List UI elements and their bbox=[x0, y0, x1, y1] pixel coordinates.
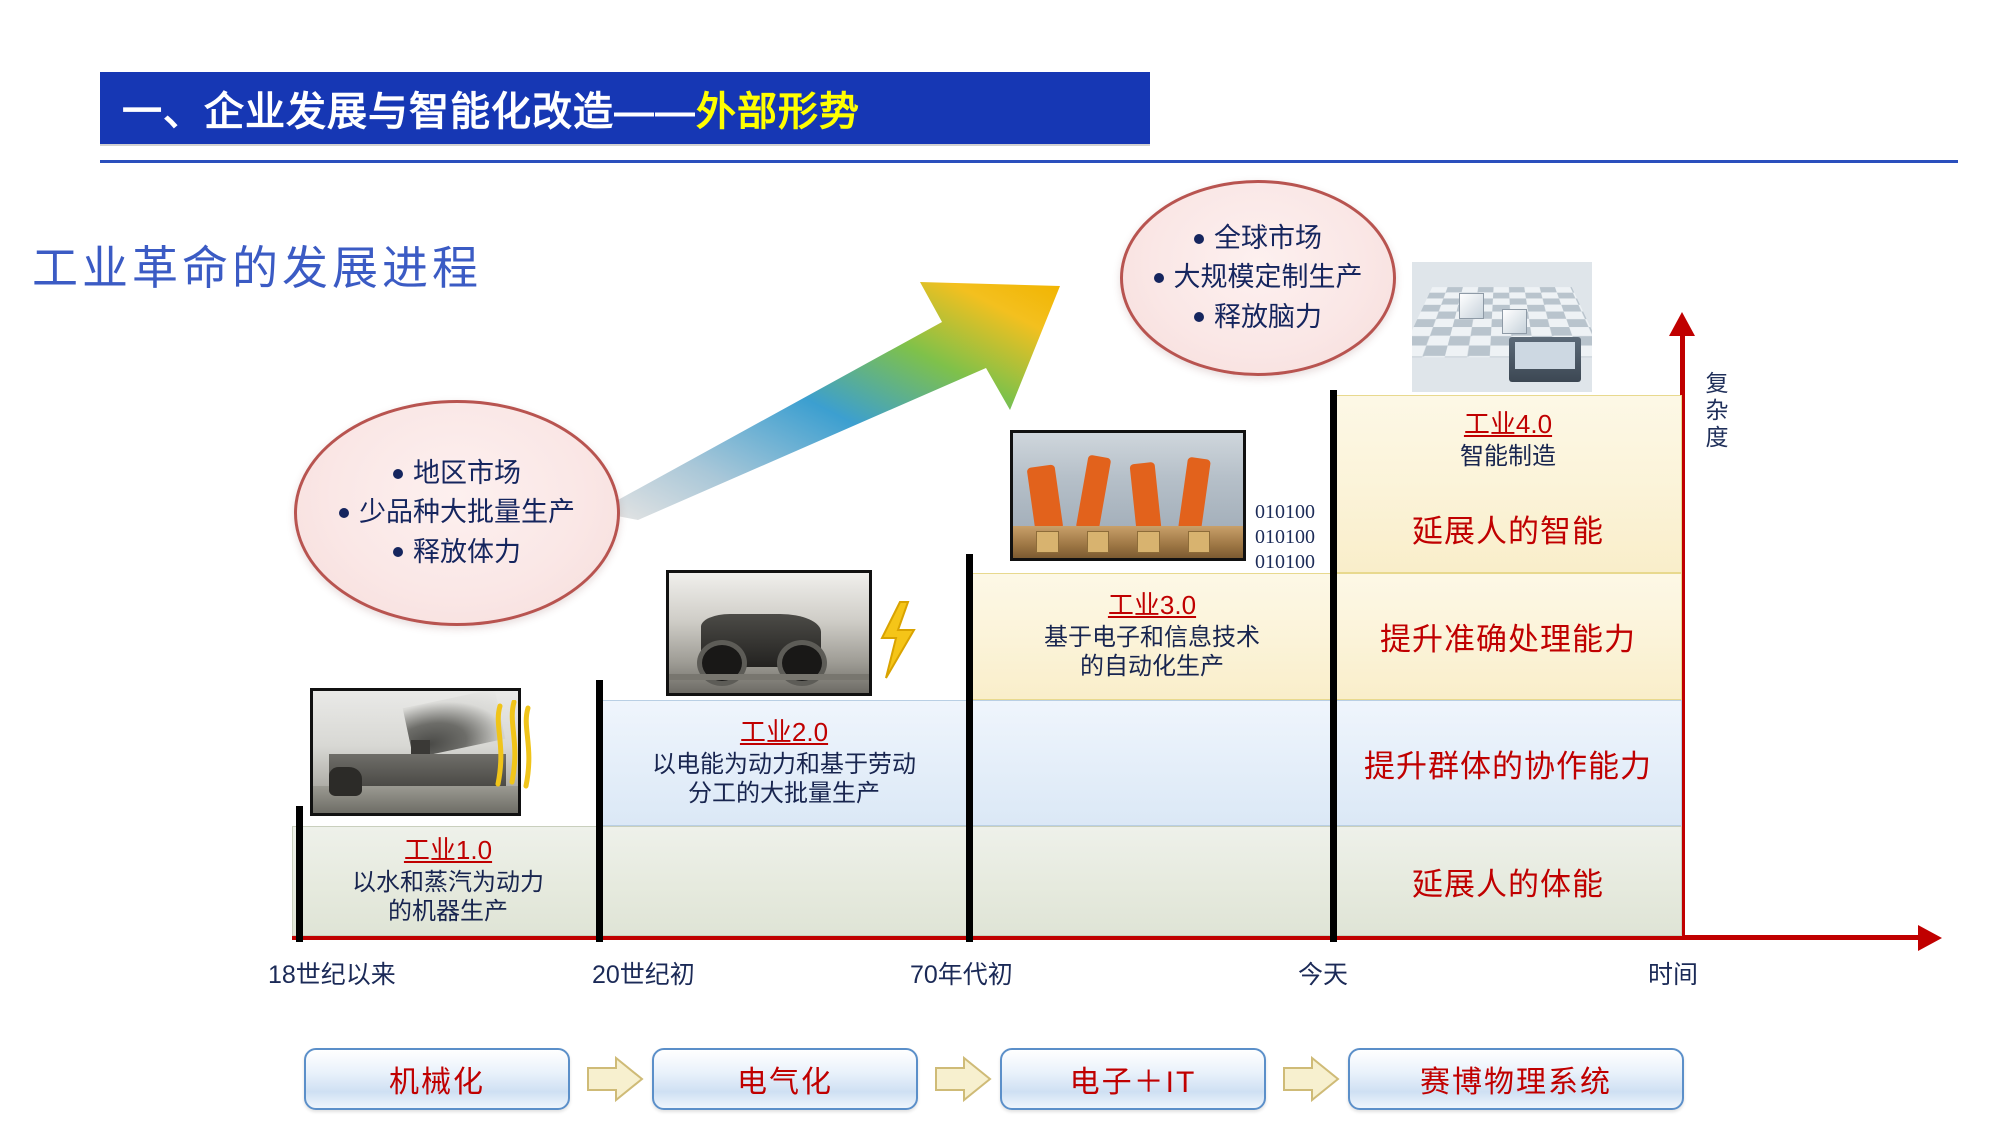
binary-line-3: 010100 bbox=[1255, 551, 1315, 573]
assembly-line-car-photo bbox=[666, 570, 872, 696]
stage-desc-1-line1: 以水和蒸汽为动力 bbox=[352, 868, 544, 896]
slide-title-bar: 一、企业发展与智能化改造——外部形势 bbox=[100, 72, 1150, 144]
conveyor-rail-shape bbox=[669, 673, 869, 680]
horse-shape bbox=[329, 766, 363, 796]
process-box-3[interactable]: 电子＋IT bbox=[1000, 1048, 1266, 1110]
ellipse-left-text-3: 释放体力 bbox=[413, 536, 521, 567]
ellipse-top-line-2: 大规模定制生产 bbox=[1153, 258, 1363, 297]
process-arrow-icon-1 bbox=[587, 1055, 644, 1103]
stage-text-4: 工业4.0 智能制造 bbox=[1334, 398, 1682, 484]
y-axis-arrowhead-icon bbox=[1669, 312, 1695, 336]
stage-desc-2-line2: 分工的大批量生产 bbox=[688, 779, 880, 807]
progress-arrow-icon bbox=[596, 282, 1060, 520]
ellipse-left-text-2: 少品种大批量生产 bbox=[359, 497, 575, 528]
capability-2: 提升群体的协作能力 bbox=[1364, 748, 1652, 784]
process-box-4[interactable]: 赛博物理系统 bbox=[1348, 1048, 1684, 1110]
ellipse-top-line-1: 全球市场 bbox=[1194, 219, 1322, 258]
process-arrow-icon-2 bbox=[935, 1055, 992, 1103]
bullet-icon bbox=[339, 507, 349, 518]
x-axis-line bbox=[292, 935, 1922, 940]
ellipse-future-industry: 全球市场 大规模定制生产 释放脑力 bbox=[1120, 180, 1396, 376]
binary-line-2: 010100 bbox=[1255, 526, 1315, 548]
capability-4: 延展人的智能 bbox=[1412, 514, 1604, 549]
era-separator-2 bbox=[596, 680, 603, 942]
x-tick-label-1: 18世纪以来 bbox=[268, 961, 396, 989]
title-underline-rule bbox=[100, 160, 1958, 163]
capability-1: 延展人的体能 bbox=[1412, 866, 1604, 902]
smokestack-shape bbox=[411, 739, 430, 760]
lightning-bolt-icon bbox=[880, 601, 916, 679]
stage-desc-4-line1: 智能制造 bbox=[1460, 443, 1556, 471]
ellipse-left-line-3: 释放体力 bbox=[393, 533, 521, 572]
x-tick-label-3: 70年代初 bbox=[910, 961, 1013, 989]
steam-train-photo bbox=[310, 688, 521, 816]
ellipse-left-line-1: 地区市场 bbox=[393, 454, 521, 493]
era-separator-4 bbox=[1330, 390, 1337, 942]
stage-desc-2-line1: 以电能为动力和基于劳动 bbox=[652, 750, 916, 778]
x-tick-label-4: 今天 bbox=[1298, 961, 1349, 989]
binary-line-1: 010100 bbox=[1255, 501, 1315, 523]
stage-band-4 bbox=[1334, 395, 1682, 573]
stage-desc-3-line1: 基于电子和信息技术 bbox=[1044, 624, 1260, 652]
robot-factory-photo bbox=[1010, 430, 1246, 561]
era-separator-3 bbox=[966, 554, 973, 942]
crate-shape bbox=[1137, 531, 1160, 553]
stage-level-1: 工业1.0 bbox=[403, 834, 493, 865]
bullet-icon bbox=[393, 468, 403, 479]
y-axis-label: 复杂度 bbox=[1705, 370, 1729, 451]
ellipse-early-industry: 地区市场 少品种大批量生产 释放体力 bbox=[294, 400, 620, 626]
stage-band-1 bbox=[292, 826, 1682, 936]
process-arrow-icon-3 bbox=[1283, 1055, 1340, 1103]
y-axis-line bbox=[1680, 330, 1685, 940]
process-box-1[interactable]: 机械化 bbox=[304, 1048, 570, 1110]
stage-text-2: 工业2.0 以电能为动力和基于劳动 分工的大批量生产 bbox=[604, 700, 964, 826]
ellipse-left-text-1: 地区市场 bbox=[413, 458, 521, 489]
x-tick-label-2: 20世纪初 bbox=[592, 961, 695, 989]
stage-desc-3-line2: 的自动化生产 bbox=[1080, 653, 1224, 681]
bullet-icon bbox=[393, 547, 403, 558]
crate-shape bbox=[1187, 531, 1211, 553]
era-separator-1 bbox=[296, 806, 303, 942]
page-title-accent: 外部形势 bbox=[696, 90, 860, 134]
ellipse-top-text-3: 释放脑力 bbox=[1214, 301, 1322, 332]
page-title: 一、企业发展与智能化改造——外部形势 bbox=[100, 79, 860, 137]
binary-data-text: 010100 010100 010100 bbox=[1255, 500, 1315, 575]
ellipse-top-text-2: 大规模定制生产 bbox=[1173, 262, 1363, 293]
laptop-shape bbox=[1509, 337, 1582, 382]
bullet-icon bbox=[1153, 272, 1164, 283]
stage-level-3: 工业3.0 bbox=[1107, 590, 1197, 621]
x-axis-label: 时间 bbox=[1648, 961, 1699, 989]
stage-band-3 bbox=[968, 573, 1682, 700]
bullet-icon bbox=[1194, 233, 1204, 244]
stage-level-4: 工业4.0 bbox=[1463, 409, 1553, 440]
laptop-screen-shape bbox=[1514, 341, 1576, 370]
ellipse-left-line-2: 少品种大批量生产 bbox=[339, 493, 575, 532]
section-subtitle: 工业革命的发展进程 bbox=[32, 242, 482, 294]
ellipse-top-text-1: 全球市场 bbox=[1214, 223, 1322, 254]
bullet-icon bbox=[1194, 312, 1204, 323]
stage-text-1: 工业1.0 以水和蒸汽为动力 的机器生产 bbox=[296, 826, 600, 936]
steam-waves-icon bbox=[495, 700, 532, 789]
x-axis-arrowhead-icon bbox=[1918, 925, 1942, 951]
cube-piece-shape bbox=[1502, 308, 1528, 335]
crate-shape bbox=[1036, 531, 1059, 553]
cube-piece-shape bbox=[1458, 293, 1485, 319]
stage-level-2: 工业2.0 bbox=[739, 716, 829, 747]
process-box-2[interactable]: 电气化 bbox=[652, 1048, 918, 1110]
ellipse-top-line-3: 释放脑力 bbox=[1194, 298, 1322, 337]
capability-3: 提升准确处理能力 bbox=[1380, 622, 1636, 657]
page-title-main: 一、企业发展与智能化改造—— bbox=[122, 90, 696, 134]
cyber-physical-chessboard-photo bbox=[1412, 262, 1592, 392]
stage-desc-1-line2: 的机器生产 bbox=[388, 897, 508, 925]
stage-text-3: 工业3.0 基于电子和信息技术 的自动化生产 bbox=[972, 573, 1332, 700]
crate-shape bbox=[1086, 531, 1110, 553]
stage-band-2 bbox=[600, 700, 1682, 826]
